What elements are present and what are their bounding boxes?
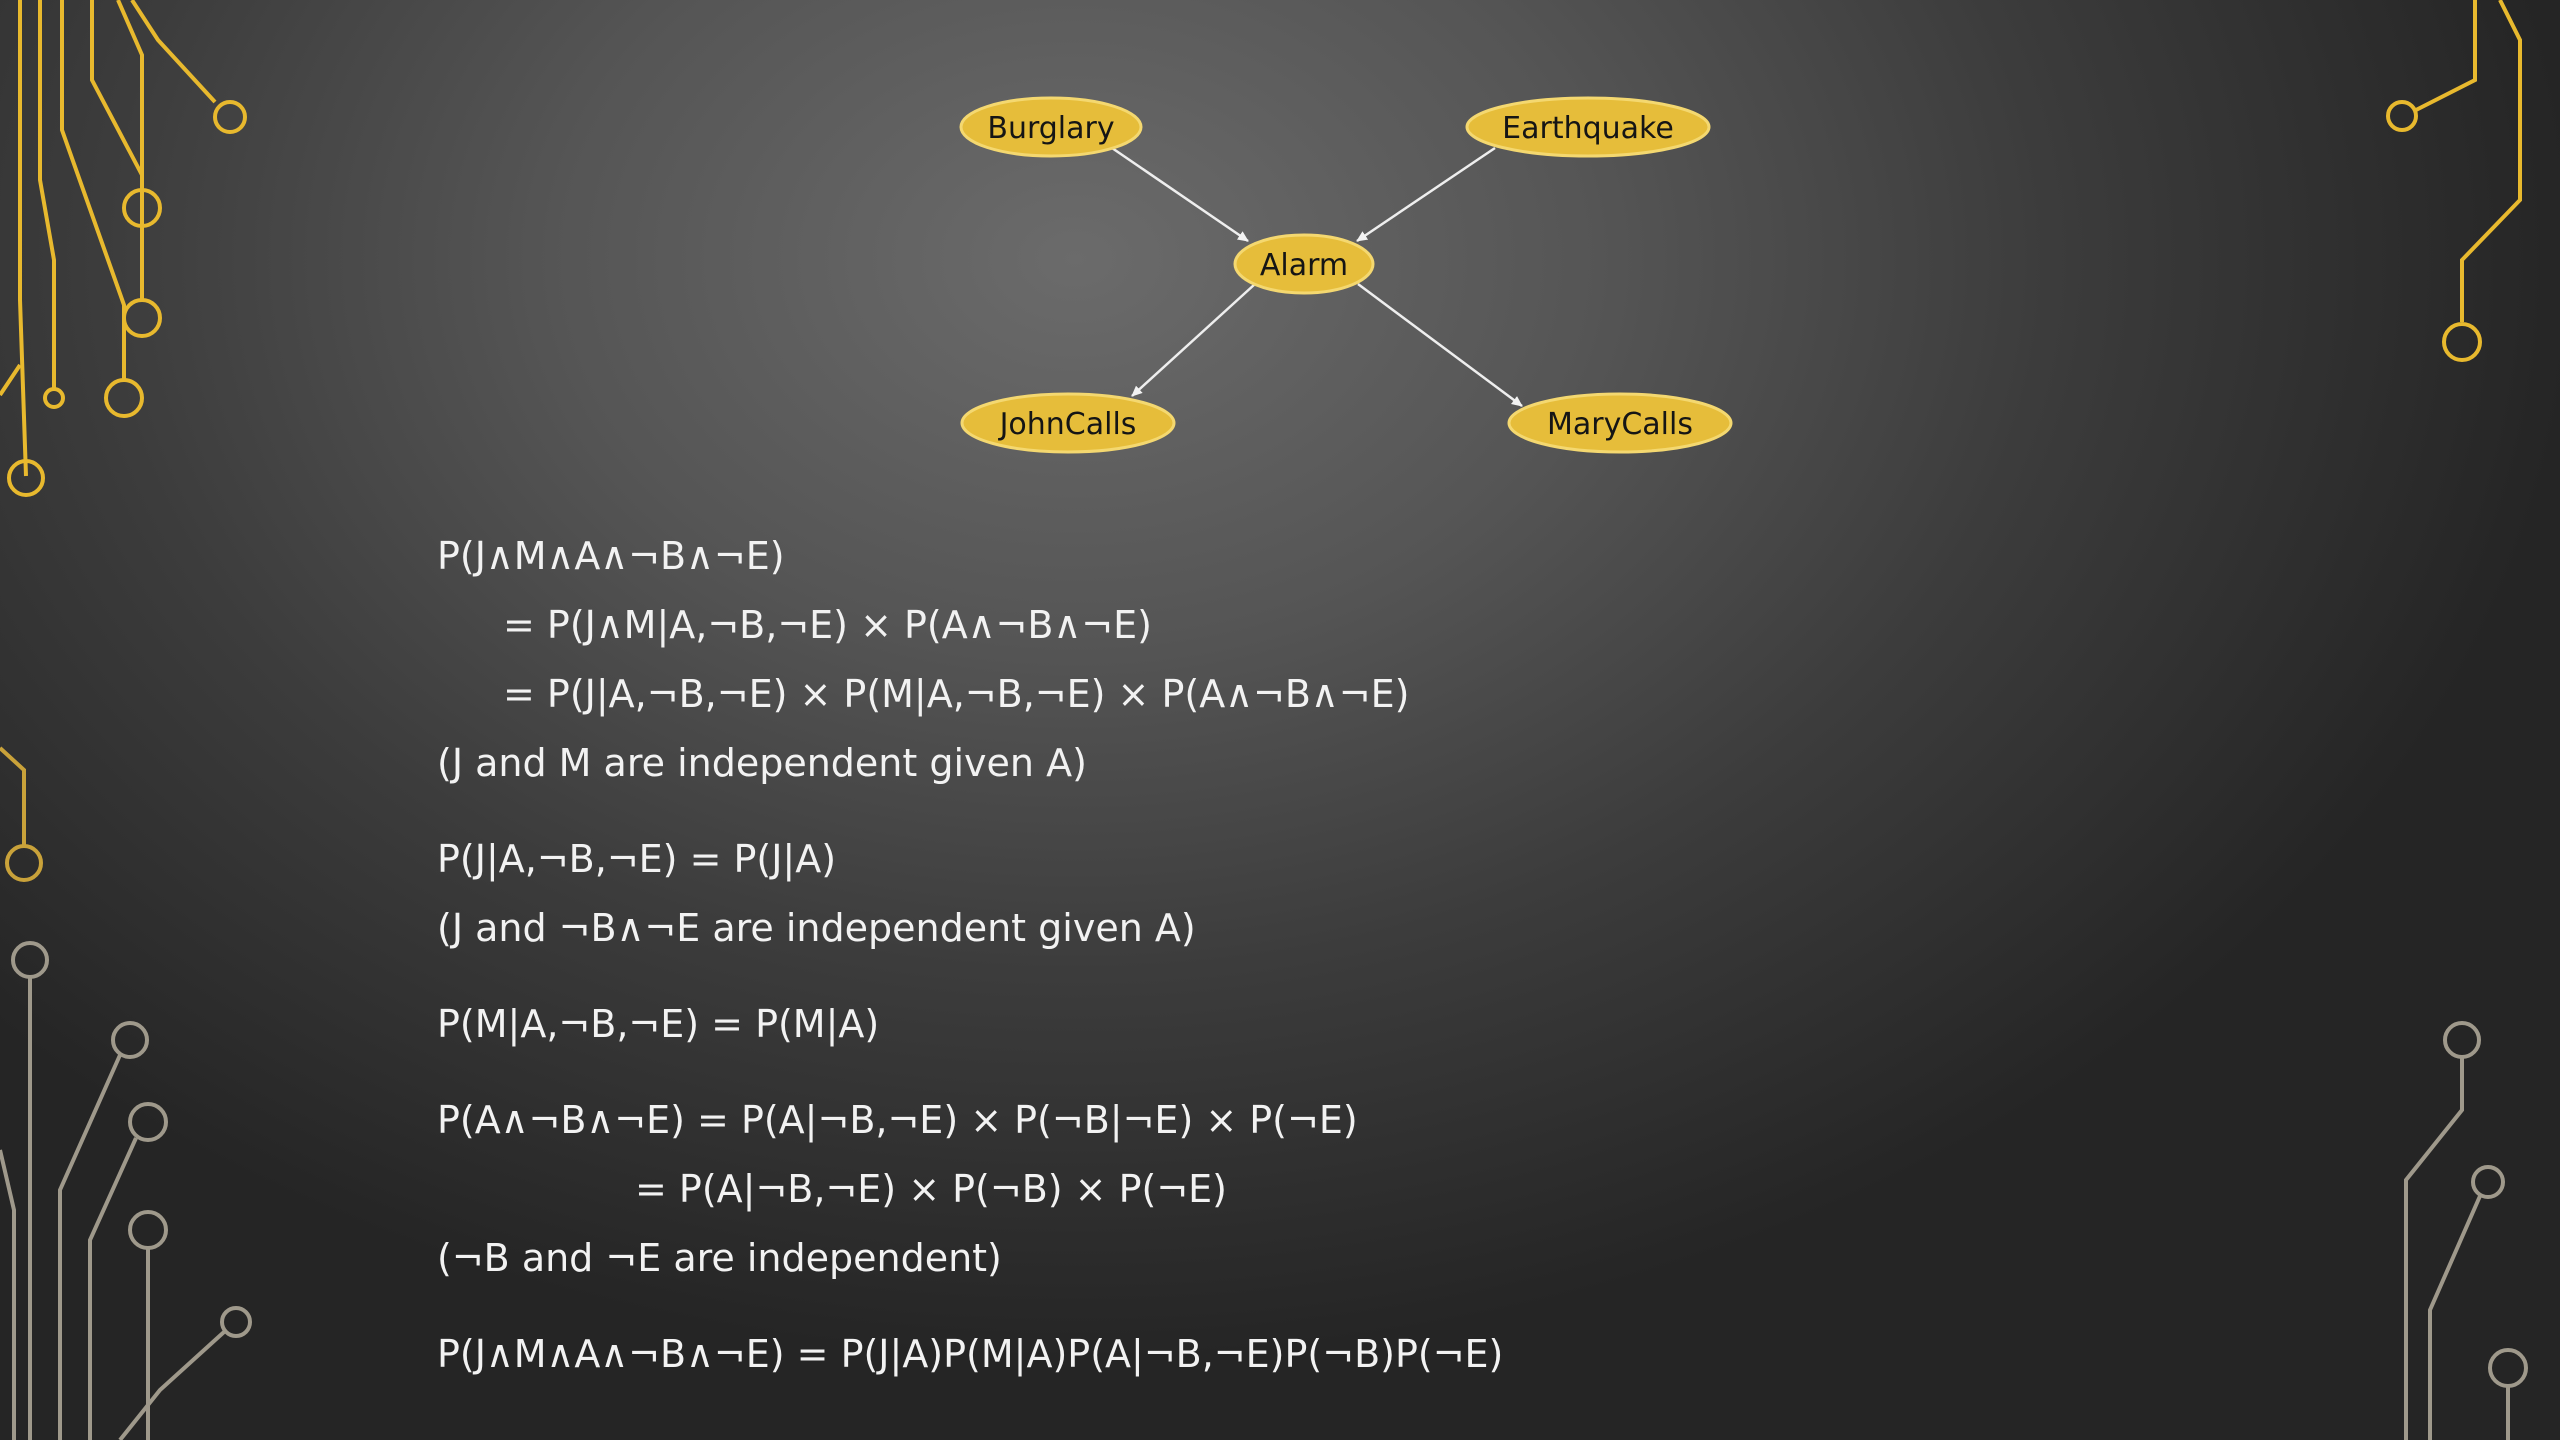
node-alarm: Alarm <box>1233 233 1375 295</box>
node-johncalls-label: JohnCalls <box>998 407 1137 442</box>
edge-earthquake-alarm <box>1356 146 1496 243</box>
circuit-top-right <box>2386 0 2522 362</box>
note-jm-independent: (J and M are independent given A) <box>437 741 1087 785</box>
circuit-bottom-right <box>2404 1021 2528 1440</box>
equation-m-given-a: P(M|A,¬B,¬E) = P(M|A) <box>437 1002 880 1046</box>
circuit-top-left <box>0 0 247 497</box>
node-burglary: Burglary <box>959 96 1143 158</box>
equation-a-factor: P(A∧¬B∧¬E) = P(A|¬B,¬E) × P(¬B|¬E) × P(¬… <box>437 1098 1358 1142</box>
edge-alarm-johncalls <box>1131 283 1256 397</box>
node-alarm-label: Alarm <box>1260 248 1348 283</box>
equation-joint: P(J∧M∧A∧¬B∧¬E) <box>437 534 785 578</box>
node-johncalls: JohnCalls <box>960 392 1176 454</box>
equation-j-given-a: P(J|A,¬B,¬E) = P(J|A) <box>437 837 837 881</box>
bayes-network-diagram: Burglary Earthquake Alarm JohnCalls Mary… <box>959 96 1733 454</box>
node-marycalls-label: MaryCalls <box>1547 407 1693 442</box>
node-burglary-label: Burglary <box>987 111 1114 146</box>
edge-alarm-marycalls <box>1357 282 1523 408</box>
note-be-independent: (¬B and ¬E are independent) <box>437 1236 1002 1280</box>
node-marycalls: MaryCalls <box>1507 392 1733 454</box>
note-j-independent: (J and ¬B∧¬E are independent given A) <box>437 906 1196 950</box>
equation-final: P(J∧M∧A∧¬B∧¬E) = P(J|A)P(M|A)P(A|¬B,¬E)P… <box>437 1332 1504 1376</box>
node-earthquake: Earthquake <box>1465 96 1711 158</box>
equation-step-1: = P(J∧M|A,¬B,¬E) × P(A∧¬B∧¬E) <box>503 603 1152 647</box>
edge-burglary-alarm <box>1111 146 1249 243</box>
equation-a-factor-simplified: = P(A|¬B,¬E) × P(¬B) × P(¬E) <box>635 1167 1228 1211</box>
circuit-bottom-left <box>0 941 252 1440</box>
equation-step-2: = P(J|A,¬B,¬E) × P(M|A,¬B,¬E) × P(A∧¬B∧¬… <box>503 672 1410 716</box>
node-earthquake-label: Earthquake <box>1502 111 1674 146</box>
circuit-left-mid <box>0 746 43 882</box>
